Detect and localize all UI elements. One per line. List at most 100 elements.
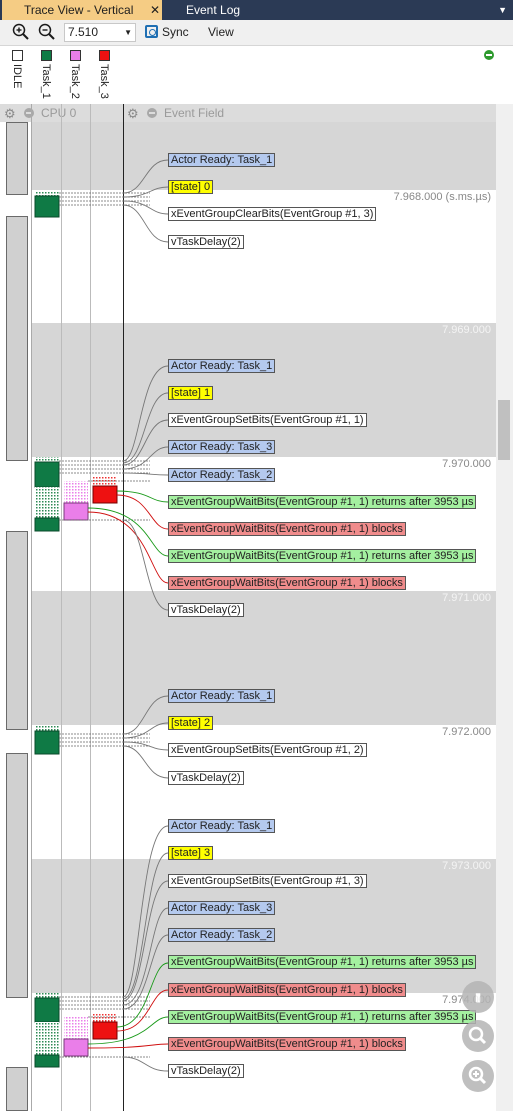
time-band xyxy=(31,323,496,457)
task-2-ready-block[interactable] xyxy=(64,1017,88,1039)
sync-label: Sync xyxy=(162,25,189,39)
task-1-execution-block[interactable] xyxy=(34,461,60,488)
close-icon[interactable]: ✕ xyxy=(150,3,161,17)
task-2-ready-block[interactable] xyxy=(64,481,88,503)
zoom-in-icon[interactable] xyxy=(12,23,30,41)
task-color-swatch xyxy=(41,50,52,61)
event-label[interactable]: Actor Ready: Task_1 xyxy=(168,819,276,833)
tab-bar: Trace View - Vertical ✕ Event Log ▼ xyxy=(0,0,513,20)
task-1-ready-block[interactable] xyxy=(35,1022,59,1055)
event-label[interactable]: [state] 2 xyxy=(168,716,214,730)
gear-icon[interactable]: ⚙ xyxy=(127,106,139,121)
event-label[interactable]: Actor Ready: Task_3 xyxy=(168,901,276,915)
event-label[interactable]: xEventGroupSetBits(EventGroup #1, 2) xyxy=(168,743,367,757)
task-1-execution-block[interactable] xyxy=(34,1054,60,1068)
event-label[interactable]: xEventGroupSetBits(EventGroup #1, 1) xyxy=(168,413,367,427)
event-label[interactable]: xEventGroupWaitBits(EventGroup #1, 1) re… xyxy=(168,495,477,509)
trace-icon[interactable]: ▮ xyxy=(462,981,494,1013)
chevron-down-icon[interactable]: ▼ xyxy=(498,5,507,15)
task-3-header[interactable]: Task_3 xyxy=(98,50,112,99)
task-3-ready-block[interactable] xyxy=(93,477,117,486)
task-1-header[interactable]: Task_1 xyxy=(40,50,54,99)
event-label[interactable]: vTaskDelay(2) xyxy=(168,1064,244,1078)
task-1-execution-block[interactable] xyxy=(34,997,60,1023)
tab-label: Trace View - Vertical xyxy=(24,3,134,17)
event-label[interactable]: Actor Ready: Task_2 xyxy=(168,468,276,482)
timestamp: 7.973.000 xyxy=(442,860,491,872)
task-2-execution-block[interactable] xyxy=(63,502,89,521)
event-label[interactable]: [state] 3 xyxy=(168,846,214,860)
event-label[interactable]: xEventGroupClearBits(EventGroup #1, 3) xyxy=(168,207,377,221)
event-label[interactable]: xEventGroupWaitBits(EventGroup #1, 1) re… xyxy=(168,1010,477,1024)
task-2-header[interactable]: Task_2 xyxy=(69,50,83,99)
minus-icon[interactable] xyxy=(24,108,34,118)
event-label[interactable]: xEventGroupWaitBits(EventGroup #1, 1) re… xyxy=(168,549,477,563)
zoom-in-icon[interactable] xyxy=(462,1060,494,1092)
cpu-column-label: CPU 0 xyxy=(41,106,77,120)
toolbar: 7.510 ▼ Sync View xyxy=(0,20,513,46)
task-1-ready-block[interactable] xyxy=(35,487,59,518)
task-color-swatch xyxy=(12,50,23,61)
task-1-execution-block[interactable] xyxy=(34,730,60,755)
dropdown-arrow-icon[interactable]: ▼ xyxy=(124,28,132,37)
task-1-execution-block[interactable] xyxy=(34,195,60,218)
scrollbar-thumb[interactable] xyxy=(498,400,510,460)
vertical-scrollbar[interactable] xyxy=(496,104,513,1111)
task-3-ready-block[interactable] xyxy=(93,1013,117,1022)
trace-connectors xyxy=(34,159,169,1072)
task-color-swatch xyxy=(99,50,110,61)
event-label[interactable]: vTaskDelay(2) xyxy=(168,603,244,617)
idle-execution-bar[interactable] xyxy=(6,122,28,195)
event-label[interactable]: Actor Ready: Task_1 xyxy=(168,359,276,373)
idle-execution-bar[interactable] xyxy=(6,531,28,730)
idle-execution-bar[interactable] xyxy=(6,216,28,461)
search-icon[interactable] xyxy=(462,1020,494,1052)
event-label[interactable]: Actor Ready: Task_3 xyxy=(168,440,276,454)
sync-button[interactable]: Sync xyxy=(145,23,189,42)
event-label[interactable]: Actor Ready: Task_1 xyxy=(168,153,276,167)
event-label[interactable]: xEventGroupWaitBits(EventGroup #1, 1) bl… xyxy=(168,1037,406,1051)
task-1-ready-block[interactable] xyxy=(35,726,59,731)
task-header: IDLE Task_1 Task_2 Task_3 xyxy=(0,46,513,105)
event-label[interactable]: Actor Ready: Task_2 xyxy=(168,928,276,942)
event-label[interactable]: xEventGroupWaitBits(EventGroup #1, 1) re… xyxy=(168,955,477,969)
task-3-execution-block[interactable] xyxy=(92,1021,118,1040)
timestamp: 7.972.000 xyxy=(442,726,491,738)
timestamp: 7.971.000 xyxy=(442,592,491,604)
task-3-execution-block[interactable] xyxy=(92,485,118,504)
task-1-ready-block[interactable] xyxy=(35,192,59,196)
event-label[interactable]: vTaskDelay(2) xyxy=(168,235,244,249)
event-label[interactable]: xEventGroupWaitBits(EventGroup #1, 1) bl… xyxy=(168,522,406,536)
column-divider xyxy=(61,104,62,1111)
view-menu[interactable]: View xyxy=(208,23,234,42)
tab-trace-view-vertical[interactable]: Trace View - Vertical ✕ xyxy=(2,0,162,20)
task-1-ready-block[interactable] xyxy=(35,993,59,998)
event-label[interactable]: [state] 0 xyxy=(168,180,214,194)
event-label[interactable]: Actor Ready: Task_1 xyxy=(168,689,276,703)
event-field-column-label: Event Field xyxy=(164,106,225,120)
collapse-icon[interactable] xyxy=(484,50,494,60)
task-1-ready-block[interactable] xyxy=(35,457,59,462)
task-idle-header[interactable]: IDLE xyxy=(11,50,25,88)
event-label[interactable]: xEventGroupWaitBits(EventGroup #1, 1) bl… xyxy=(168,983,406,997)
task-label: Task_1 xyxy=(40,64,52,99)
zoom-out-icon[interactable] xyxy=(38,23,56,41)
sync-icon xyxy=(145,25,158,38)
event-label[interactable]: [state] 1 xyxy=(168,386,214,400)
task-1-execution-block[interactable] xyxy=(34,517,60,532)
zoom-level-combobox[interactable]: 7.510 ▼ xyxy=(64,23,136,42)
event-label[interactable]: xEventGroupWaitBits(EventGroup #1, 1) bl… xyxy=(168,576,406,590)
gear-icon[interactable]: ⚙ xyxy=(4,106,16,121)
minus-icon[interactable] xyxy=(147,108,157,118)
tab-event-log[interactable]: Event Log xyxy=(162,0,272,20)
event-label[interactable]: xEventGroupSetBits(EventGroup #1, 3) xyxy=(168,874,367,888)
zoom-value: 7.510 xyxy=(68,25,99,39)
task-color-swatch xyxy=(70,50,81,61)
timestamp: 7.968.000 (s.ms.µs) xyxy=(393,191,491,203)
column-header: ⚙ CPU 0 ⚙ Event Field xyxy=(0,104,496,122)
timestamp: 7.970.000 xyxy=(442,458,491,470)
idle-execution-bar[interactable] xyxy=(6,753,28,998)
task-2-execution-block[interactable] xyxy=(63,1038,89,1057)
event-label[interactable]: vTaskDelay(2) xyxy=(168,771,244,785)
task-label: Task_3 xyxy=(98,64,110,99)
